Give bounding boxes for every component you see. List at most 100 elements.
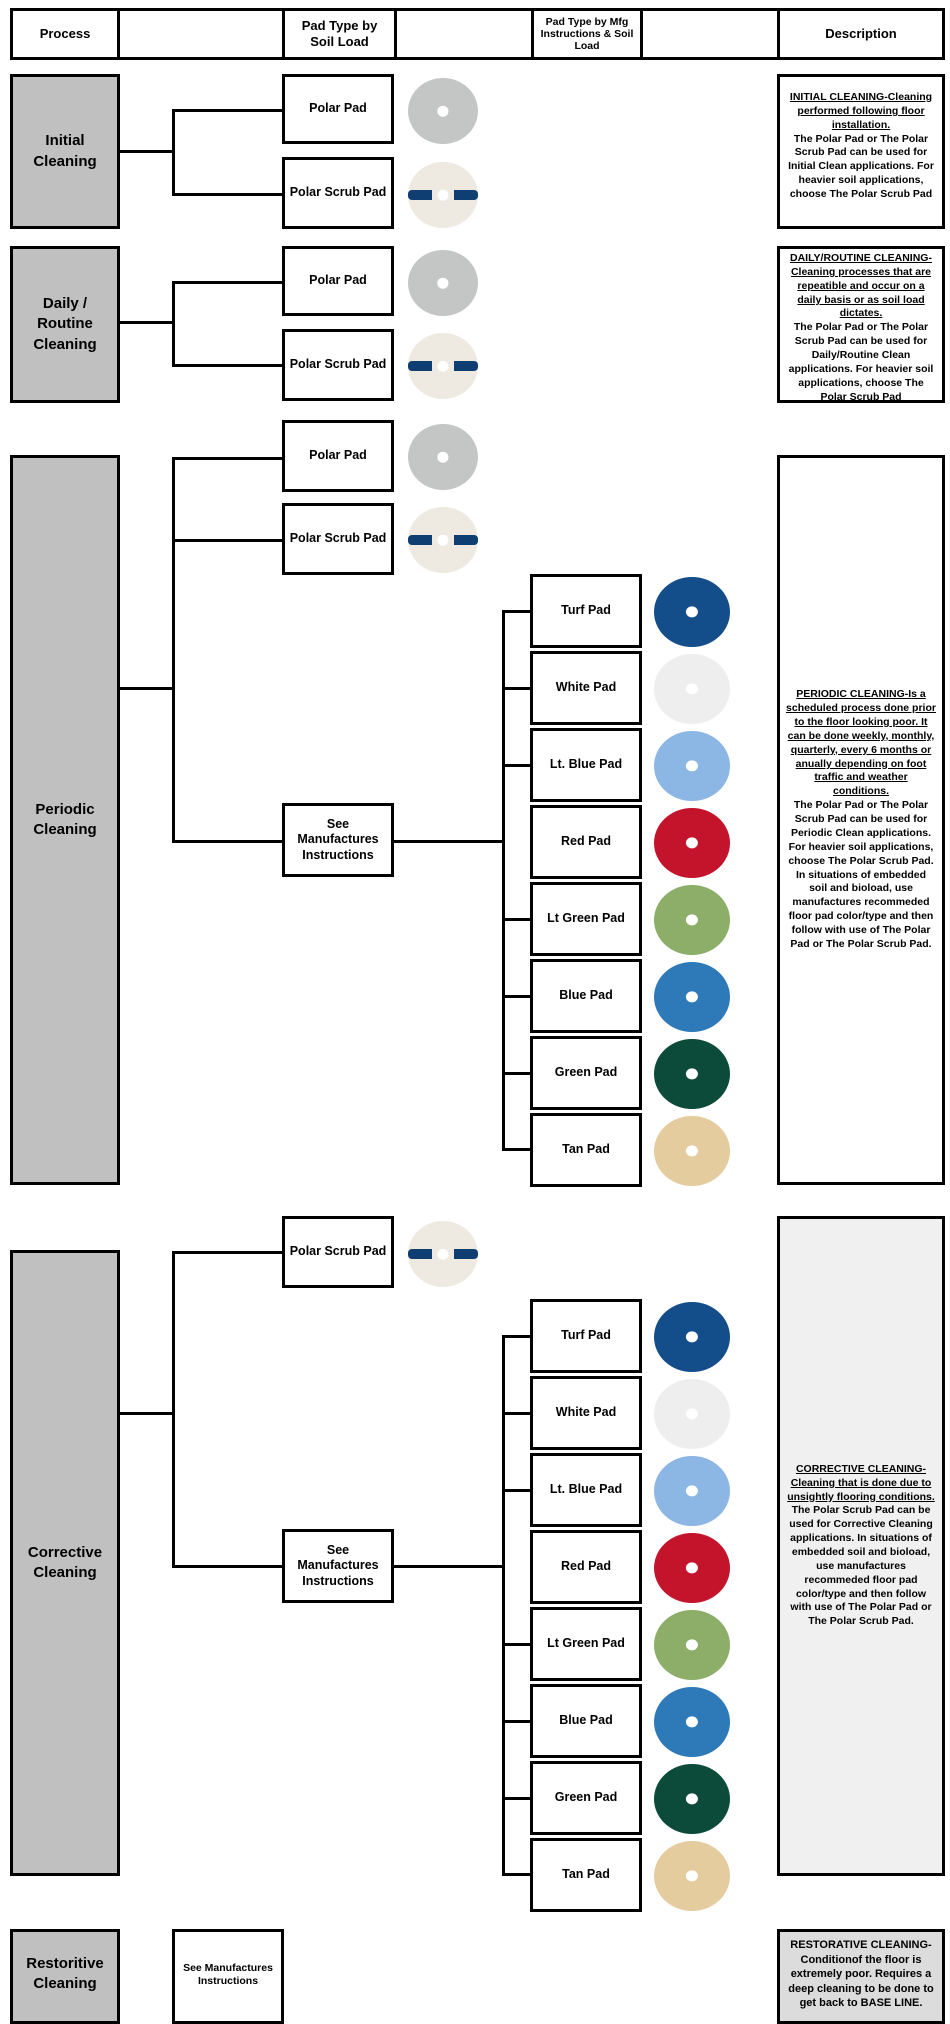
mfg-pad-box-white: White Pad	[530, 651, 642, 725]
connector	[502, 1643, 532, 1646]
connector	[120, 687, 174, 690]
description-body: The Polar Pad or The Polar Scrub Pad can…	[788, 132, 934, 201]
pad-box-polar-pad: Polar Pad	[282, 420, 394, 492]
white-pad-icon	[654, 654, 730, 724]
green-pad-icon	[654, 1039, 730, 1109]
header-empty-1	[117, 8, 285, 60]
connector	[502, 1873, 532, 1876]
red-pad-icon	[654, 1533, 730, 1603]
connector	[502, 1335, 505, 1876]
polar-scrub-pad-icon	[408, 162, 478, 228]
connector	[394, 840, 504, 843]
mfg-pad-box-lt-blue: Lt. Blue Pad	[530, 728, 642, 802]
pad-box-polar-scrub-pad: Polar Scrub Pad	[282, 1216, 394, 1288]
description-corrective: CORRECTIVE CLEANING-Cleaning that is don…	[777, 1216, 945, 1876]
connector	[172, 1251, 175, 1568]
connector	[502, 764, 532, 767]
mfg-pad-box-red: Red Pad	[530, 805, 642, 879]
connector	[502, 1412, 532, 1415]
connector	[172, 193, 284, 196]
connector	[172, 364, 284, 367]
header-description: Description	[777, 8, 945, 60]
process-initial-cleaning: Initial Cleaning	[10, 74, 120, 229]
mfg-pad-box-tan: Tan Pad	[530, 1838, 642, 1912]
blue-pad-icon	[654, 962, 730, 1032]
lt-blue-pad-icon	[654, 731, 730, 801]
polar-pad-icon	[408, 250, 478, 316]
connector	[502, 995, 532, 998]
description-title: DAILY/ROUTINE CLEANING-Cleaning processe…	[790, 252, 932, 320]
connector	[502, 1797, 532, 1800]
description-daily: DAILY/ROUTINE CLEANING-Cleaning processe…	[777, 246, 945, 403]
description-periodic: PERIODIC CLEANING-Is a scheduled process…	[777, 455, 945, 1185]
mfg-pad-box-lt-blue: Lt. Blue Pad	[530, 1453, 642, 1527]
mfg-pad-box-white: White Pad	[530, 1376, 642, 1450]
description-body: The Polar Scrub Pad can be used for Corr…	[789, 1504, 933, 1628]
pad-box-see-manufactures-instructions: See Manufactures Instructions	[282, 803, 394, 877]
red-pad-icon	[654, 808, 730, 878]
connector	[502, 610, 532, 613]
pad-box-polar-scrub-pad: Polar Scrub Pad	[282, 503, 394, 575]
connector	[120, 1412, 174, 1415]
connector	[120, 150, 174, 153]
header-pad-by-mfg: Pad Type by Mfg Instructions & Soil Load	[531, 8, 643, 60]
connector	[172, 109, 175, 196]
polar-pad-icon	[408, 424, 478, 490]
pad-box-polar-scrub-pad: Polar Scrub Pad	[282, 329, 394, 401]
connector	[172, 457, 175, 843]
white-pad-icon	[654, 1379, 730, 1449]
description-body: The Polar Pad or The Polar Scrub Pad can…	[788, 321, 934, 403]
pad-box-see-manufactures-instructions: See Manufactures Instructions	[172, 1929, 284, 2024]
connector	[502, 687, 532, 690]
polar-scrub-pad-icon	[408, 507, 478, 573]
header-process: Process	[10, 8, 120, 60]
connector	[502, 610, 505, 1151]
mfg-pad-box-turf: Turf Pad	[530, 574, 642, 648]
description-body: The Polar Pad or The Polar Scrub Pad can…	[788, 799, 934, 950]
mfg-pad-box-blue: Blue Pad	[530, 959, 642, 1033]
connector	[172, 457, 284, 460]
process-periodic-cleaning: Periodic Cleaning	[10, 455, 120, 1185]
process-daily-routine-cleaning: Daily / Routine Cleaning	[10, 246, 120, 403]
connector	[502, 918, 532, 921]
mfg-pad-box-red: Red Pad	[530, 1530, 642, 1604]
connector	[172, 281, 175, 367]
mfg-pad-box-blue: Blue Pad	[530, 1684, 642, 1758]
mfg-pad-box-green: Green Pad	[530, 1761, 642, 1835]
connector	[502, 1720, 532, 1723]
turf-pad-icon	[654, 577, 730, 647]
connector	[394, 1565, 504, 1568]
connector	[502, 1489, 532, 1492]
polar-scrub-pad-icon	[408, 333, 478, 399]
pad-box-polar-pad: Polar Pad	[282, 246, 394, 316]
header-pad-by-soil: Pad Type by Soil Load	[282, 8, 397, 60]
connector	[172, 281, 284, 284]
lt-green-pad-icon	[654, 1610, 730, 1680]
description-restorative: RESTORATIVE CLEANING-Conditionof the flo…	[777, 1929, 945, 2024]
mfg-pad-box-green: Green Pad	[530, 1036, 642, 1110]
tan-pad-icon	[654, 1116, 730, 1186]
green-pad-icon	[654, 1764, 730, 1834]
pad-box-see-manufactures-instructions: See Manufactures Instructions	[282, 1529, 394, 1603]
header-empty-3	[640, 8, 780, 60]
description-title: CORRECTIVE CLEANING-Cleaning that is don…	[787, 1462, 935, 1503]
pad-box-polar-scrub-pad: Polar Scrub Pad	[282, 157, 394, 229]
connector	[172, 1565, 284, 1568]
process-corrective-cleaning: Corrective Cleaning	[10, 1250, 120, 1876]
mfg-pad-box-lt-green: Lt Green Pad	[530, 1607, 642, 1681]
connector	[172, 1251, 284, 1254]
polar-scrub-pad-icon	[408, 1221, 478, 1287]
description-title: PERIODIC CLEANING-Is a scheduled process…	[786, 688, 936, 798]
connector	[502, 1072, 532, 1075]
mfg-pad-box-tan: Tan Pad	[530, 1113, 642, 1187]
description-title: INITIAL CLEANING-Cleaning performed foll…	[789, 91, 933, 131]
connector	[172, 109, 284, 112]
blue-pad-icon	[654, 1687, 730, 1757]
tan-pad-icon	[654, 1841, 730, 1911]
connector	[172, 539, 284, 542]
lt-blue-pad-icon	[654, 1456, 730, 1526]
header-empty-2	[394, 8, 534, 60]
polar-pad-icon	[408, 78, 478, 144]
connector	[172, 840, 284, 843]
process-restoritive-cleaning: Restoritive Cleaning	[10, 1929, 120, 2024]
